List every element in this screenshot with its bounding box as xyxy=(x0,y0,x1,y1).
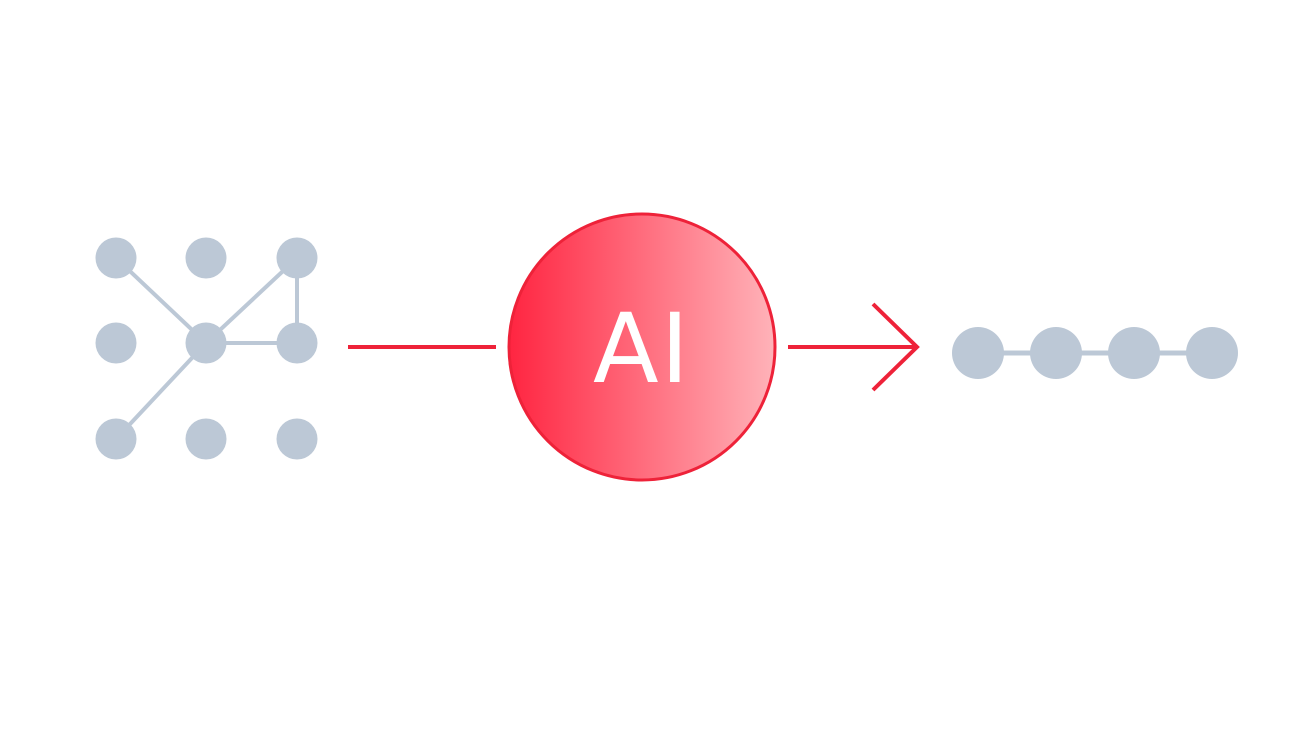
network-node-7 xyxy=(185,418,227,460)
chain-node-2 xyxy=(1108,327,1160,379)
network-node-8 xyxy=(276,418,318,460)
ai-label: AI xyxy=(593,293,691,405)
network-node-1 xyxy=(185,237,227,279)
chain-node-0 xyxy=(952,327,1004,379)
ai-circle xyxy=(507,212,777,482)
linked-chain-icon xyxy=(952,327,1238,379)
chain-node-3 xyxy=(1186,327,1238,379)
arrow-head xyxy=(871,302,920,392)
network-node-4 xyxy=(185,322,227,364)
network-node-5 xyxy=(276,322,318,364)
ai-processor: AI xyxy=(507,212,777,482)
network-node-2 xyxy=(276,237,318,279)
network-node-0 xyxy=(95,237,137,279)
network-node-6 xyxy=(95,418,137,460)
network-nodes xyxy=(95,237,318,460)
network-node-3 xyxy=(95,322,137,364)
network-edge-1 xyxy=(204,256,299,345)
chain-nodes xyxy=(952,327,1238,379)
network-edge-4 xyxy=(114,341,208,441)
arrow-right-icon xyxy=(788,302,920,392)
network-graph-icon xyxy=(95,237,318,460)
network-edge-0 xyxy=(114,256,208,345)
chain-node-1 xyxy=(1030,327,1082,379)
